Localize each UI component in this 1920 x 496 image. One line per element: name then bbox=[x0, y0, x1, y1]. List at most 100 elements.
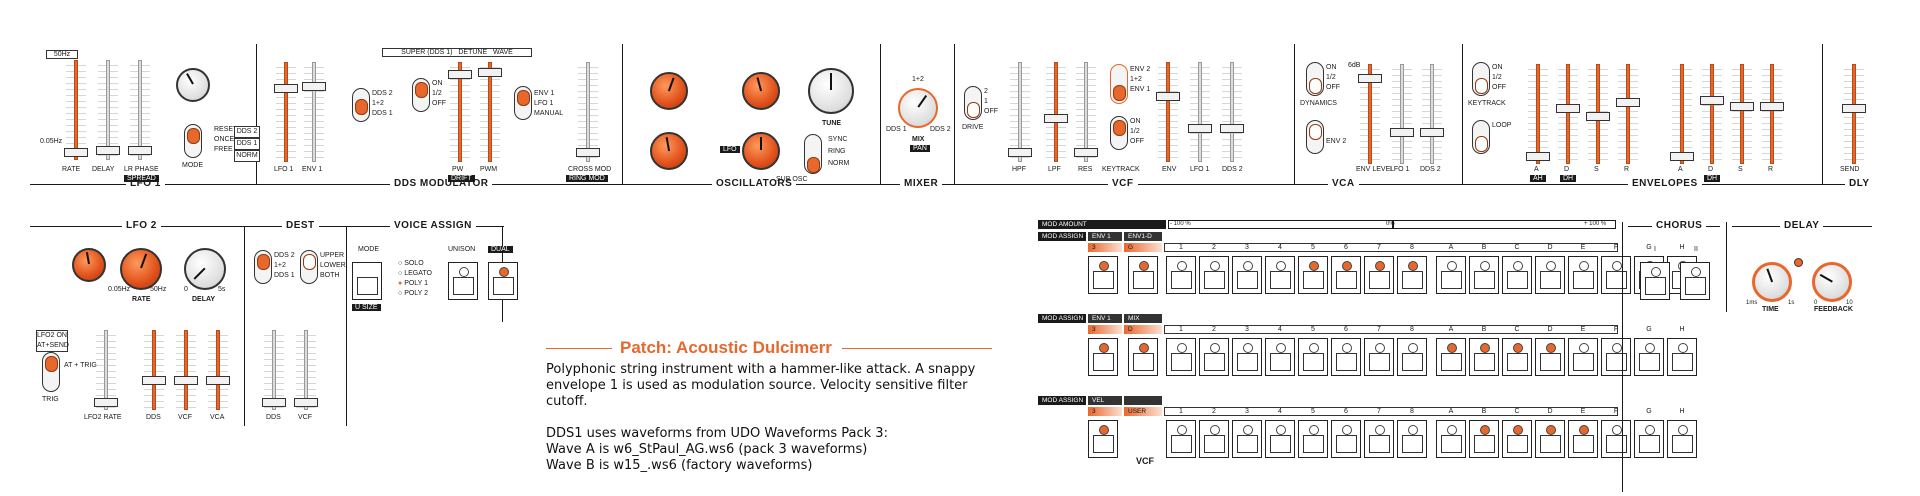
mod-dest-button-1[interactable] bbox=[1166, 256, 1196, 294]
dest-vcf-slider[interactable] bbox=[294, 330, 318, 410]
env1-d-slider[interactable] bbox=[1556, 64, 1580, 164]
mod-dest-button-B[interactable] bbox=[1469, 420, 1499, 458]
mod-dest-button-2[interactable] bbox=[1199, 256, 1229, 294]
env2-a-slider[interactable] bbox=[1670, 64, 1694, 164]
dest-switch[interactable] bbox=[254, 250, 272, 284]
mod-dest-button-7[interactable] bbox=[1364, 338, 1394, 376]
mod-dest-button-6[interactable] bbox=[1331, 338, 1361, 376]
mod-dest-button-D[interactable] bbox=[1535, 256, 1565, 294]
dds-pwm-slider[interactable] bbox=[478, 62, 502, 162]
mod-dest-button-G[interactable] bbox=[1634, 420, 1664, 458]
mod-dest-button-4[interactable] bbox=[1265, 420, 1295, 458]
dly-send-slider[interactable] bbox=[1842, 64, 1866, 164]
mod-dest-button-7[interactable] bbox=[1364, 420, 1394, 458]
mod-dest-button-A[interactable] bbox=[1436, 256, 1466, 294]
dds-lfo1-slider[interactable] bbox=[274, 62, 298, 162]
mod-dest-button-6[interactable] bbox=[1331, 256, 1361, 294]
mod-dest-button-C[interactable] bbox=[1502, 420, 1532, 458]
mod-src-button[interactable] bbox=[1088, 256, 1118, 294]
dest-voice-switch[interactable] bbox=[300, 250, 318, 284]
lfo2-delay-knob[interactable] bbox=[184, 248, 226, 290]
dest-dds-slider[interactable] bbox=[262, 330, 286, 410]
osc1-wave-knob[interactable] bbox=[650, 72, 688, 110]
mod-dest-button-H[interactable] bbox=[1667, 338, 1697, 376]
mod-src-button[interactable] bbox=[1088, 338, 1118, 376]
env2-d-slider[interactable] bbox=[1700, 64, 1724, 164]
delay-feedback-knob[interactable] bbox=[1812, 262, 1852, 302]
vca-env-switch[interactable] bbox=[1306, 120, 1324, 154]
mod-dest-button-A[interactable] bbox=[1436, 338, 1466, 376]
mod-dest-button-D[interactable] bbox=[1535, 420, 1565, 458]
lfo2-rate-mod-slider[interactable] bbox=[94, 330, 118, 410]
res-slider[interactable] bbox=[1074, 62, 1098, 162]
mod-dest-button-7[interactable] bbox=[1364, 256, 1394, 294]
mod-dest-button-H[interactable] bbox=[1667, 420, 1697, 458]
mod-src2-button[interactable] bbox=[1128, 338, 1158, 376]
mod-dest-button-2[interactable] bbox=[1199, 338, 1229, 376]
dds-super-switch[interactable] bbox=[412, 78, 430, 112]
mod-dest-button-B[interactable] bbox=[1469, 256, 1499, 294]
mod-dest-button-D[interactable] bbox=[1535, 338, 1565, 376]
vcf-dds2-slider[interactable] bbox=[1220, 62, 1244, 162]
mod-dest-button-F[interactable] bbox=[1601, 256, 1631, 294]
env1-a-slider[interactable] bbox=[1526, 64, 1550, 164]
lfo2-trig-switch[interactable] bbox=[42, 352, 60, 392]
mod-dest-button-B[interactable] bbox=[1469, 338, 1499, 376]
mod-dest-button-E[interactable] bbox=[1568, 420, 1598, 458]
osc2-wave-knob[interactable] bbox=[742, 72, 780, 110]
mod-dest-button-G[interactable] bbox=[1634, 338, 1664, 376]
mod-dest-button-1[interactable] bbox=[1166, 420, 1196, 458]
mod-dest-button-C[interactable] bbox=[1502, 256, 1532, 294]
env1-s-slider[interactable] bbox=[1586, 64, 1610, 164]
mod-src-button[interactable] bbox=[1088, 420, 1118, 458]
lfo2-vca-slider[interactable] bbox=[206, 330, 230, 410]
tune-knob[interactable] bbox=[808, 68, 854, 114]
vcf-env-slider[interactable] bbox=[1156, 62, 1180, 162]
mod-dest-button-3[interactable] bbox=[1232, 420, 1262, 458]
lpf-slider[interactable] bbox=[1044, 62, 1068, 162]
mod-dest-button-8[interactable] bbox=[1397, 338, 1427, 376]
vca-dds2-slider[interactable] bbox=[1420, 64, 1444, 164]
vcf-keytrack-switch[interactable] bbox=[1110, 116, 1128, 150]
env2-s-slider[interactable] bbox=[1730, 64, 1754, 164]
va-unison-button[interactable] bbox=[448, 262, 478, 300]
lfo1-wave-knob[interactable] bbox=[176, 68, 210, 102]
drive-switch[interactable] bbox=[964, 86, 982, 120]
vca-lfo1-slider[interactable] bbox=[1390, 64, 1414, 164]
mod-dest-button-A[interactable] bbox=[1436, 420, 1466, 458]
env2-r-slider[interactable] bbox=[1760, 64, 1784, 164]
mix-knob[interactable] bbox=[898, 88, 938, 128]
mod-dest-button-E[interactable] bbox=[1568, 338, 1598, 376]
osc1-octave-knob[interactable] bbox=[650, 132, 688, 170]
chorus-i-button[interactable] bbox=[1640, 262, 1670, 300]
dds-pwm-src-switch[interactable] bbox=[514, 86, 532, 120]
dds-env1-slider[interactable] bbox=[302, 62, 326, 162]
mod-src2-button[interactable] bbox=[1128, 256, 1158, 294]
mod-dest-button-F[interactable] bbox=[1601, 338, 1631, 376]
mod-dest-button-5[interactable] bbox=[1298, 338, 1328, 376]
osc-sync-switch[interactable] bbox=[804, 134, 822, 174]
mod-dest-button-4[interactable] bbox=[1265, 338, 1295, 376]
mod-dest-button-3[interactable] bbox=[1232, 338, 1262, 376]
dynamics-switch[interactable] bbox=[1306, 62, 1324, 96]
dds-crossmod-slider[interactable] bbox=[576, 62, 600, 162]
lfo2-dds-slider[interactable] bbox=[142, 330, 166, 410]
lfo1-mode-switch[interactable] bbox=[184, 124, 202, 158]
mod-dest-button-C[interactable] bbox=[1502, 338, 1532, 376]
va-mode-button[interactable] bbox=[352, 262, 382, 300]
env-keytrack-switch[interactable] bbox=[1472, 62, 1490, 96]
mod-dest-button-4[interactable] bbox=[1265, 256, 1295, 294]
dds-dest-switch[interactable] bbox=[352, 88, 370, 122]
lfo1-rate-slider[interactable] bbox=[64, 60, 88, 160]
vcf-lfo1-slider[interactable] bbox=[1188, 62, 1212, 162]
mod-dest-button-E[interactable] bbox=[1568, 256, 1598, 294]
lfo1-delay-slider[interactable] bbox=[96, 60, 120, 160]
lfo2-rate-knob[interactable] bbox=[120, 248, 162, 290]
mod-dest-button-8[interactable] bbox=[1397, 420, 1427, 458]
mod-dest-button-5[interactable] bbox=[1298, 256, 1328, 294]
lfo2-vcf-slider[interactable] bbox=[174, 330, 198, 410]
delay-time-knob[interactable] bbox=[1752, 262, 1792, 302]
mod-dest-button-1[interactable] bbox=[1166, 338, 1196, 376]
lfo1-phase-slider[interactable] bbox=[128, 60, 152, 160]
dds-pw-slider[interactable] bbox=[448, 62, 472, 162]
